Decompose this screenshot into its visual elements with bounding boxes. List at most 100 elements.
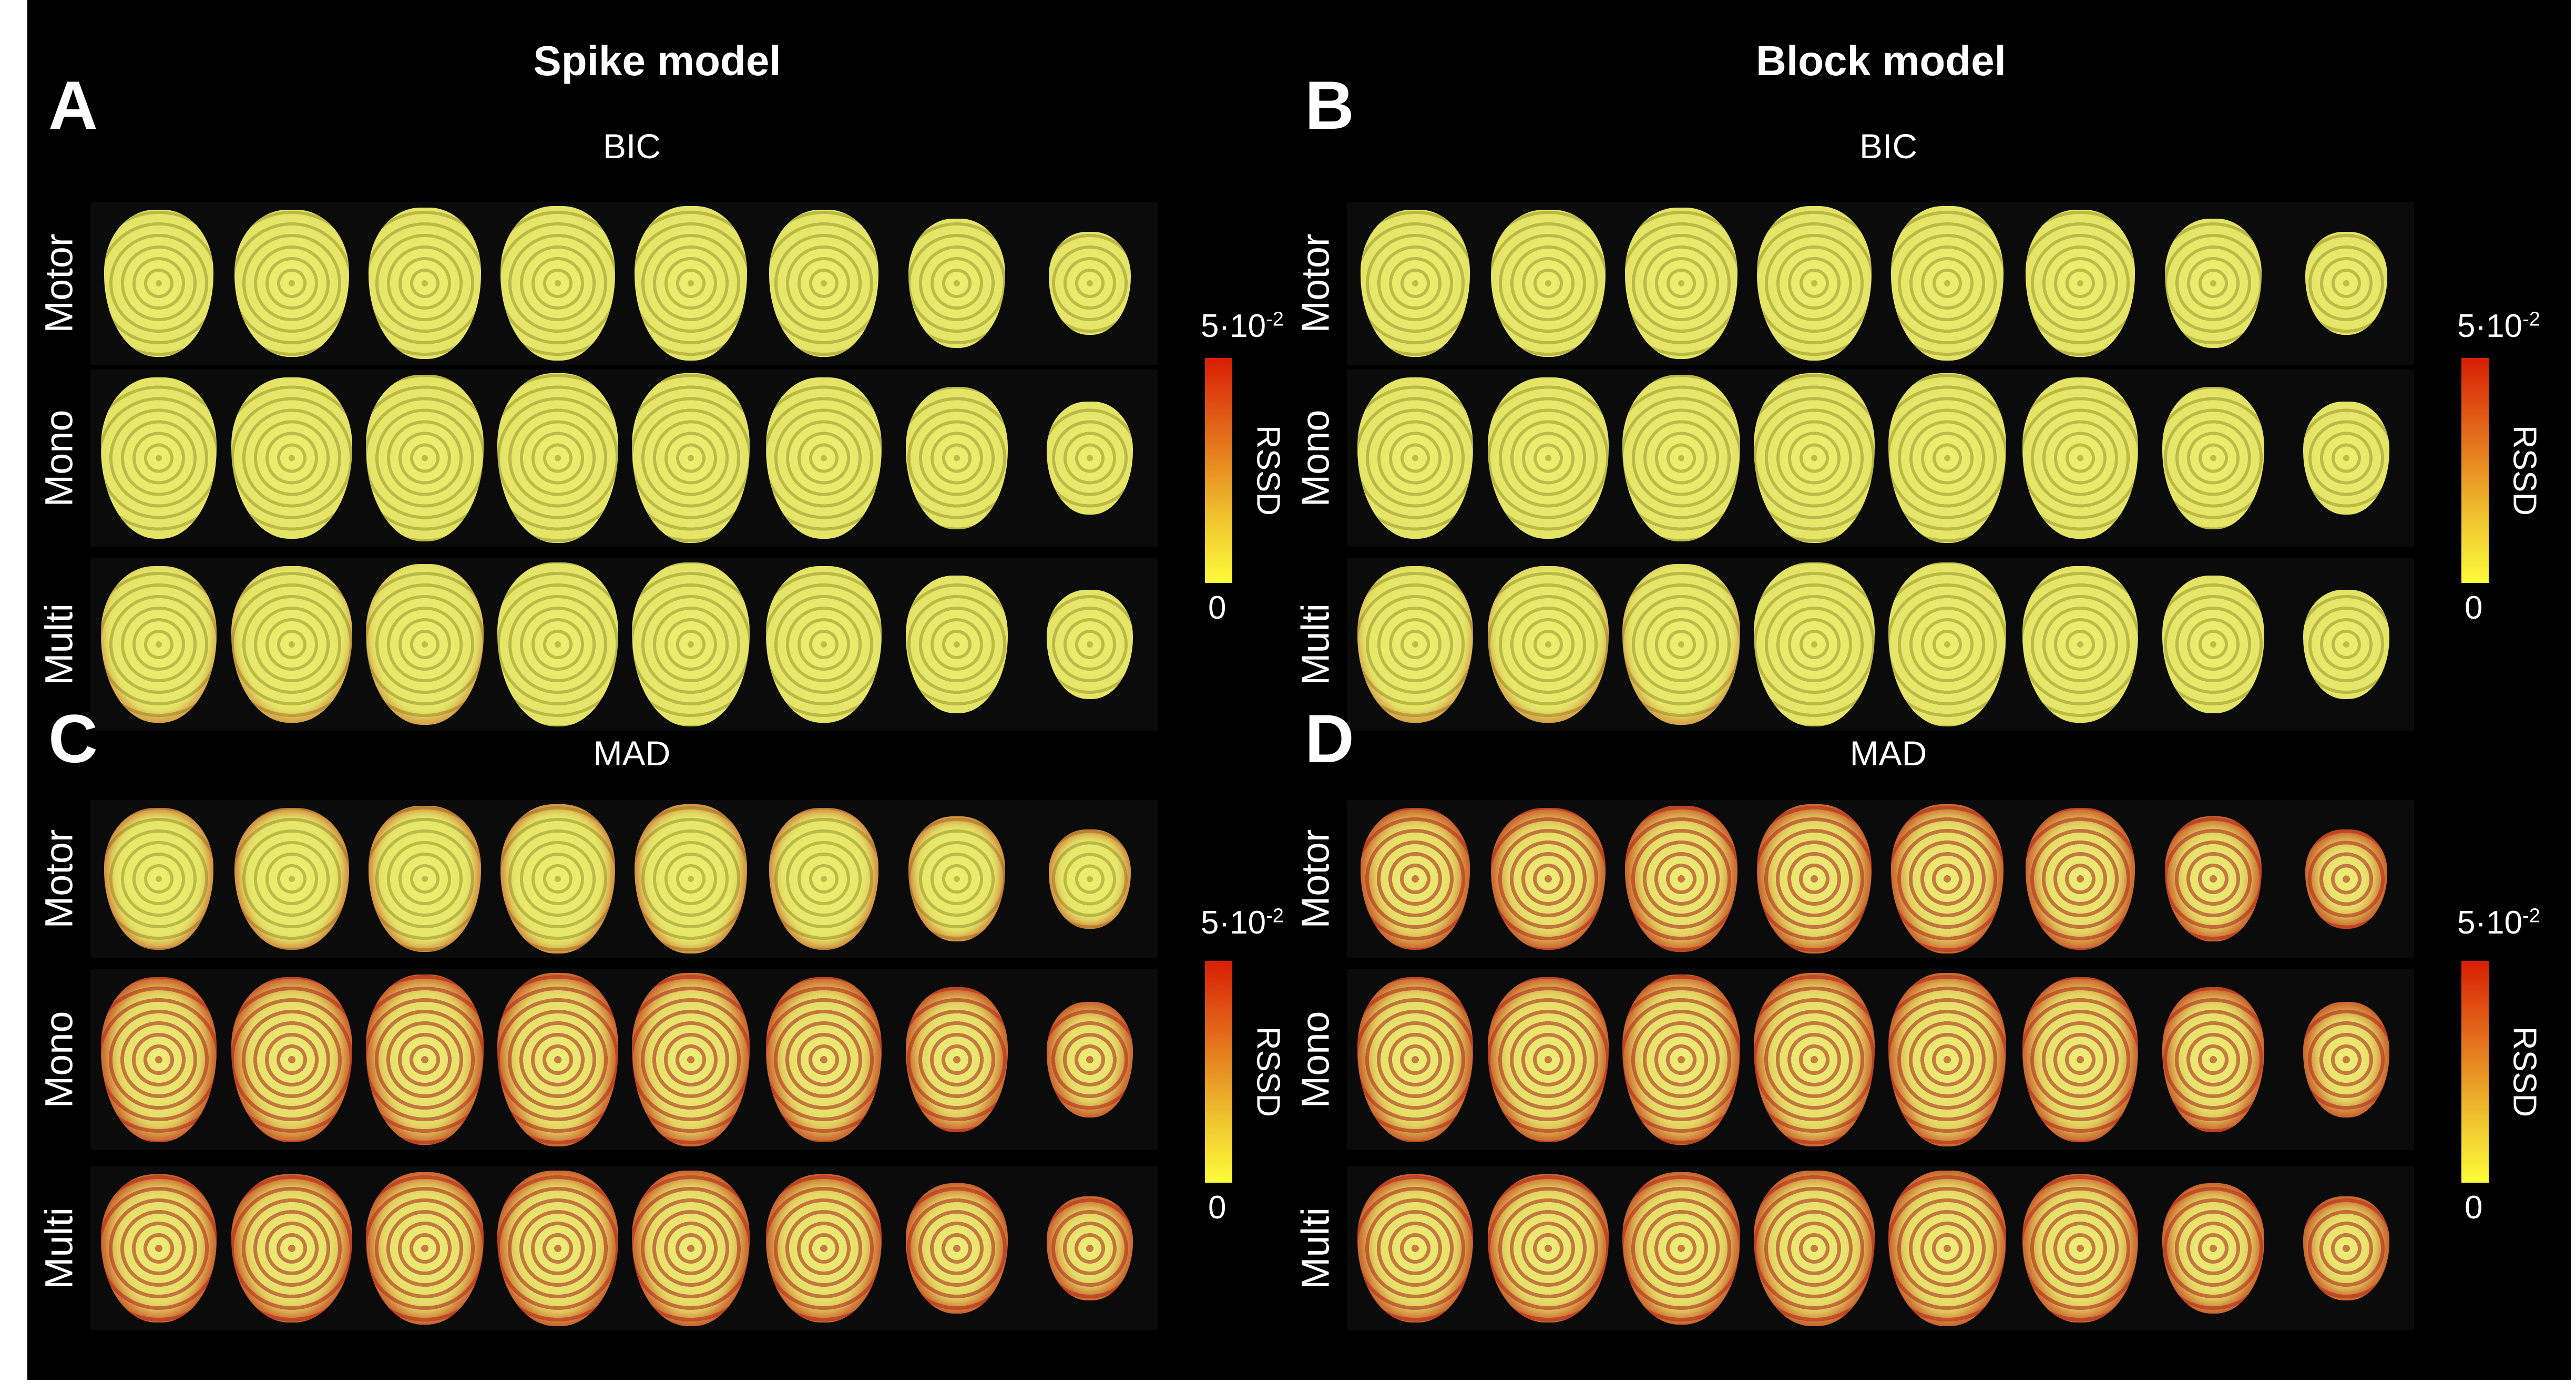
colorbar-min-label: 0: [2465, 1190, 2483, 1226]
brain-slice: [104, 808, 214, 950]
brain-slice: [2025, 210, 2135, 357]
row-label: Motor: [37, 829, 81, 929]
colorbar-max-base: 5·10: [1201, 905, 1266, 941]
brain-slice: [1049, 232, 1131, 335]
brain-slice: [1625, 805, 1737, 952]
brain-slice: [497, 562, 618, 727]
brain-slice: [365, 563, 484, 725]
row-label: Mono: [37, 409, 81, 507]
criterion-label: MAD: [1849, 734, 1927, 773]
brain-slice: [231, 377, 352, 539]
brain-slice: [2303, 1196, 2389, 1300]
brain-slice: [1622, 1172, 1741, 1325]
criterion-label: BIC: [1859, 127, 1918, 166]
colorbar-max-base: 5·10: [2457, 905, 2523, 941]
brain-slice: [1754, 562, 1875, 727]
row-label: Mono: [1293, 1011, 1337, 1109]
brain-slice: [1754, 973, 1875, 1146]
brain-slice: [635, 206, 747, 361]
brain-slice: [1357, 377, 1473, 539]
panel-letter: B: [1305, 67, 1354, 143]
brain-slice: [1754, 1170, 1875, 1327]
brain-slice: [906, 987, 1008, 1133]
brain-slice: [2022, 977, 2138, 1142]
colorbar-min-label: 0: [2465, 590, 2483, 626]
brain-slice: [1357, 1174, 1473, 1323]
colorbar-title: RSSD: [2506, 1026, 2543, 1118]
brain-slice: [497, 1170, 618, 1327]
brain-slice: [631, 373, 750, 543]
brain-slice: [2162, 575, 2264, 714]
brain-slice: [2022, 1174, 2138, 1323]
brain-slice: [1047, 402, 1133, 515]
criterion-label: BIC: [602, 127, 661, 166]
brain-slice: [369, 805, 481, 952]
brain-slice: [2022, 377, 2138, 539]
brain-slice: [2022, 566, 2138, 723]
brain-slice: [1490, 808, 1606, 950]
brain-slice: [1488, 1174, 1609, 1323]
brain-slice: [2303, 1002, 2389, 1118]
colorbar: [1205, 961, 1232, 1183]
colorbar-max-label: 5·10-2: [1201, 904, 1284, 941]
panel-letter: C: [48, 700, 98, 777]
colorbar: [2461, 961, 2489, 1183]
brain-slice: [2305, 829, 2387, 929]
brain-slice: [101, 977, 217, 1142]
colorbar-title: RSSD: [2506, 425, 2543, 516]
brain-slice: [766, 977, 882, 1142]
brain-slice: [497, 973, 618, 1146]
brain-slice: [1490, 210, 1606, 357]
brain-slice: [365, 975, 484, 1145]
brain-slice: [234, 210, 350, 357]
panel-letter: A: [48, 67, 98, 143]
colorbar-title: RSSD: [1250, 1026, 1286, 1118]
brain-slice: [1891, 206, 2003, 361]
brain-slice: [766, 1174, 882, 1323]
colorbar: [1205, 358, 1232, 583]
row-label: Motor: [1293, 829, 1337, 929]
brain-slice: [101, 1174, 217, 1323]
row-label: Multi: [37, 1207, 81, 1290]
brain-slice: [631, 562, 750, 727]
colorbar-max-base: 5·10: [2457, 308, 2523, 344]
brain-slice: [1047, 1196, 1133, 1300]
brain-slice: [908, 218, 1006, 348]
brain-slice: [2025, 808, 2135, 950]
brain-slice: [1888, 562, 2007, 727]
brain-slice: [906, 387, 1008, 529]
brain-slice: [908, 816, 1006, 941]
colorbar-max-label: 5·10-2: [2457, 904, 2540, 941]
brain-slice: [1047, 1002, 1133, 1118]
brain-slice: [1625, 207, 1737, 360]
colorbar-min-label: 0: [1208, 590, 1226, 626]
brain-slice: [635, 804, 747, 954]
brain-slice: [231, 566, 352, 723]
brain-slice: [906, 1183, 1008, 1314]
brain-slice: [1488, 566, 1609, 723]
colorbar-max-exponent: -2: [1266, 308, 1284, 331]
brain-slice: [2162, 387, 2264, 529]
brain-slice: [2164, 816, 2262, 941]
brain-slice: [500, 206, 616, 361]
brain-slice: [1488, 377, 1609, 539]
brain-slice: [1360, 210, 1470, 357]
brain-slice: [1888, 373, 2007, 543]
brain-slice: [231, 977, 352, 1142]
brain-slice: [2164, 218, 2262, 348]
colorbar-min-label: 0: [1208, 1190, 1226, 1226]
brain-slice: [766, 566, 882, 723]
brain-slice: [1754, 373, 1875, 543]
colorbar-title: RSSD: [1250, 425, 1286, 516]
row-label: Motor: [1293, 233, 1337, 333]
brain-slice: [766, 377, 882, 539]
brain-slice: [104, 210, 214, 357]
brain-slice: [2162, 1183, 2264, 1314]
brain-slice: [906, 575, 1008, 714]
brain-slice: [2162, 987, 2264, 1133]
brain-slice: [1622, 375, 1741, 541]
column-title-spike: Spike model: [533, 37, 781, 84]
colorbar-max-exponent: -2: [2522, 308, 2540, 331]
brain-slice: [101, 566, 217, 723]
brain-slice: [1888, 973, 2007, 1146]
